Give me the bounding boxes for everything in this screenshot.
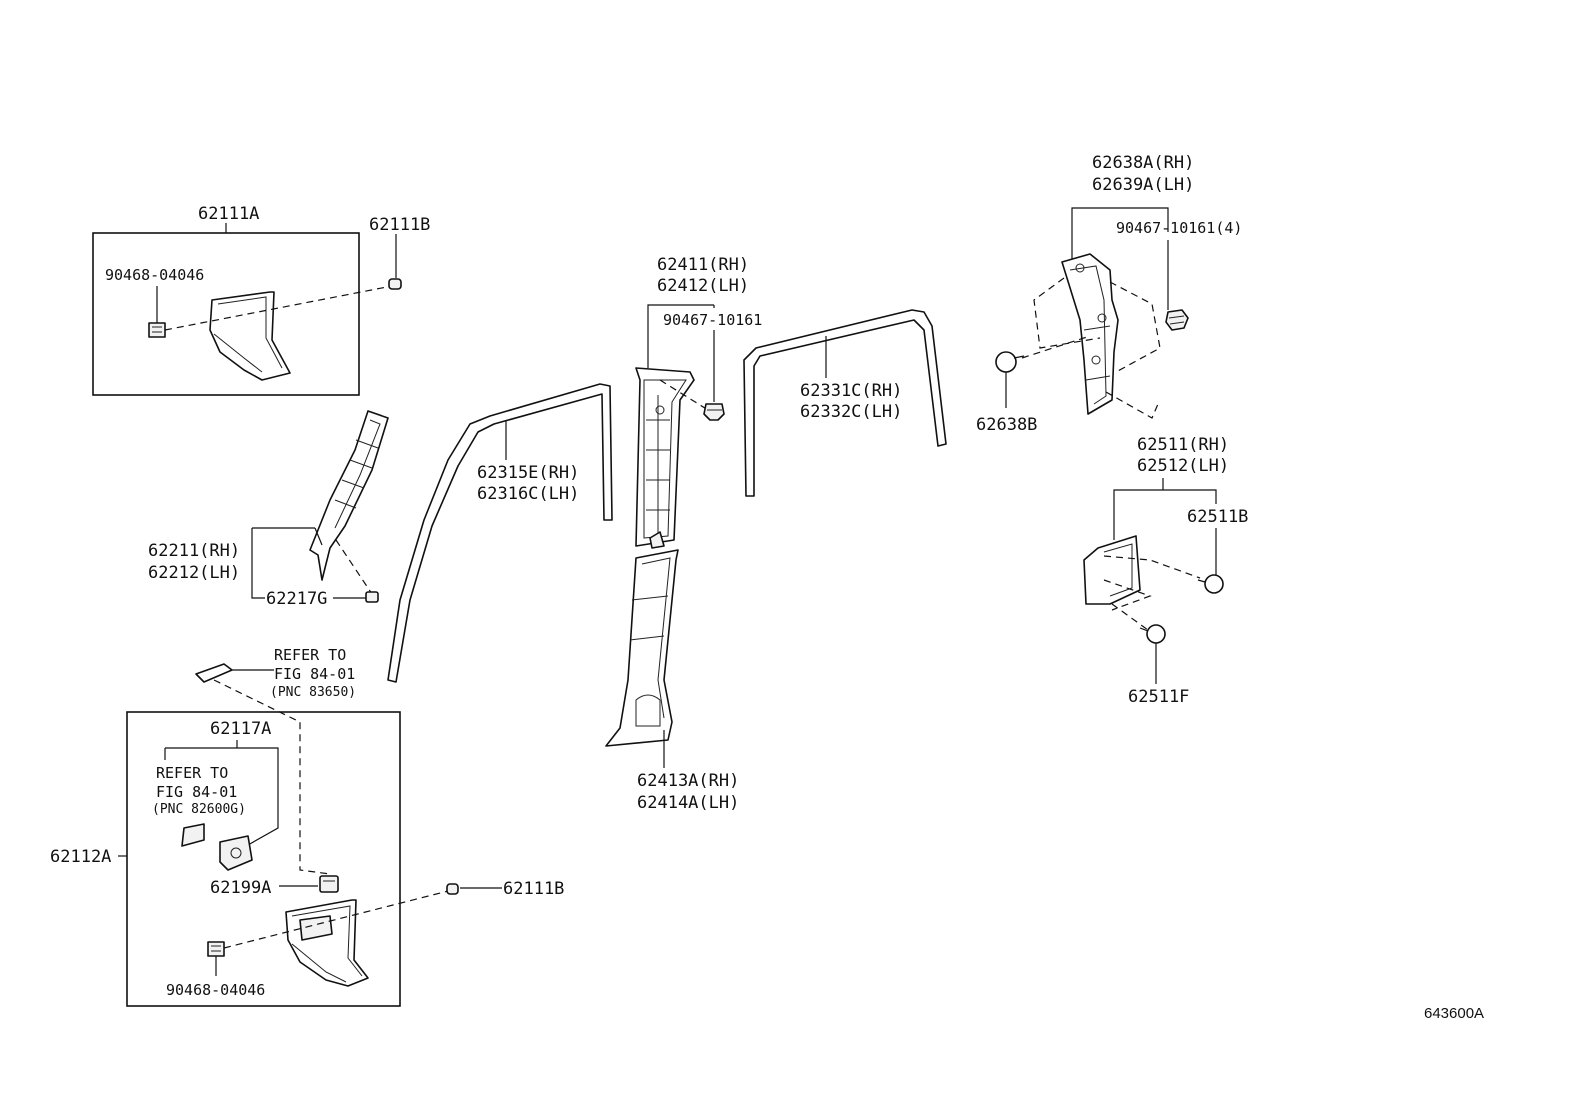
label-62512: 62512(LH) <box>1137 456 1229 476</box>
group-62111A: 62111A 90468-04046 <box>92 204 393 396</box>
quarter-trim-upper <box>1061 253 1119 415</box>
label-62111B-bottom: 62111B <box>503 879 564 899</box>
clip-62111B-top <box>388 278 402 290</box>
label-62332C: 62332C(LH) <box>800 402 902 422</box>
clip-62111B-bottom <box>446 883 459 895</box>
label-62414A: 62414A(LH) <box>637 793 739 813</box>
group-62112A: 62112A 62117A REFER TO FIG 84-01 (PNC 82… <box>50 711 453 1007</box>
clip-62511B <box>1197 574 1224 594</box>
label-refer2-line1: REFER TO <box>156 764 228 782</box>
label-62638A: 62638A(RH) <box>1092 153 1194 173</box>
label-refer1-line3: (PNC 83650) <box>270 685 356 700</box>
label-62111B-top: 62111B <box>369 215 430 235</box>
kick-panel-upper <box>209 291 291 381</box>
label-62117A: 62117A <box>210 719 271 739</box>
clip-62217G <box>365 591 379 603</box>
label-62111A: 62111A <box>198 204 259 224</box>
label-90467-10161-right: 90467-10161(4) <box>1116 219 1242 237</box>
label-refer2-line2: FIG 84-01 <box>156 783 237 801</box>
cover-62117A <box>219 835 253 871</box>
clip-90467-right <box>1165 309 1189 331</box>
label-62511F: 62511F <box>1128 687 1189 707</box>
clip-62199A <box>319 875 339 893</box>
b-pillar-lower <box>605 549 679 747</box>
label-62411: 62411(RH) <box>657 255 749 275</box>
clip-90467-mid <box>703 403 725 421</box>
trim-62511 <box>1083 535 1141 605</box>
label-90468-04046-bottom: 90468-04046 <box>166 981 265 999</box>
figure-id: 643600A <box>1424 1005 1484 1022</box>
label-62412: 62412(LH) <box>657 276 749 296</box>
label-refer1-line1: REFER TO <box>274 646 346 664</box>
a-pillar-trim <box>309 410 389 581</box>
label-90467-10161-mid: 90467-10161 <box>663 311 762 329</box>
label-refer2-line3: (PNC 82600G) <box>152 802 246 817</box>
b-pillar-upper <box>635 367 695 549</box>
label-62331C: 62331C(RH) <box>800 381 902 401</box>
label-62315E: 62315E(RH) <box>477 463 579 483</box>
label-62413A: 62413A(RH) <box>637 771 739 791</box>
label-62638B: 62638B <box>976 415 1037 435</box>
clip-90468-top <box>148 322 166 338</box>
weatherstrip-front <box>387 383 613 683</box>
label-62639A: 62639A(LH) <box>1092 175 1194 195</box>
label-62511B: 62511B <box>1187 507 1248 527</box>
clip-90468-bottom <box>207 941 225 957</box>
label-62217G: 62217G <box>266 589 327 609</box>
label-90468-04046-top: 90468-04046 <box>105 266 204 284</box>
label-62112A: 62112A <box>50 847 111 867</box>
clip-62638B <box>995 351 1025 373</box>
component-82600G <box>181 823 205 847</box>
weatherstrip-rear <box>743 309 947 497</box>
component-83650 <box>195 663 233 683</box>
kick-panel-lower <box>285 899 369 987</box>
label-62211: 62211(RH) <box>148 541 240 561</box>
clip-62511F <box>1139 624 1166 644</box>
label-62316C: 62316C(LH) <box>477 484 579 504</box>
label-refer1-line2: FIG 84-01 <box>274 665 355 683</box>
label-62511: 62511(RH) <box>1137 435 1229 455</box>
label-62212: 62212(LH) <box>148 563 240 583</box>
label-62199A: 62199A <box>210 878 271 898</box>
group-box-62112A <box>126 711 401 1007</box>
